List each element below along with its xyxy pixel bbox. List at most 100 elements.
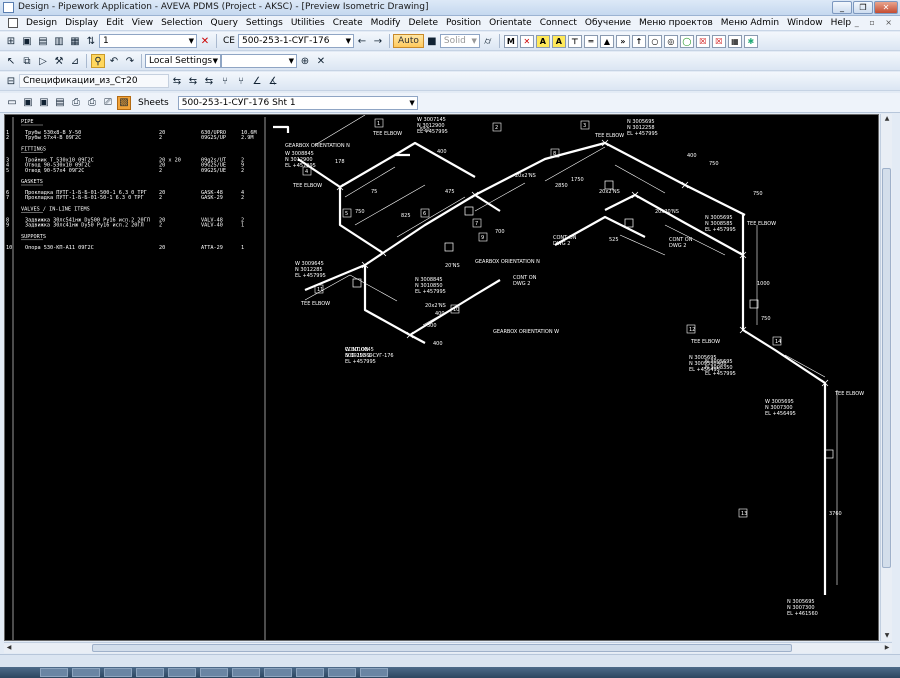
print-icon[interactable]: ⎙: [88, 97, 96, 108]
cross-icon[interactable]: ✕: [519, 34, 534, 48]
close-icon[interactable]: ✕: [874, 1, 898, 14]
nominal-size-label: 20x2'NS: [599, 189, 620, 195]
spec-field[interactable]: Спецификации_из_Ст20: [19, 74, 169, 88]
settings-combo[interactable]: Local Settings▼: [145, 54, 221, 68]
menu-query[interactable]: Query: [210, 18, 238, 28]
window-title: Design - Pipework Application - AVEVA PD…: [18, 2, 429, 12]
solid-combo[interactable]: Solid▼: [439, 34, 480, 48]
menu-design[interactable]: Design: [26, 18, 58, 28]
route2-icon[interactable]: ⇆: [188, 75, 198, 87]
route3-icon[interactable]: ⇆: [204, 75, 214, 87]
forward-icon[interactable]: →: [373, 35, 383, 47]
sheet-combo[interactable]: 500-253-1-СУГ-176 Sht 1▼: [177, 95, 418, 110]
save-icon[interactable]: ▣: [22, 35, 32, 47]
a-small-button[interactable]: A: [551, 34, 566, 48]
horizontal-scrollbar[interactable]: ◀ ▶: [4, 642, 892, 653]
a-button[interactable]: A: [535, 34, 550, 48]
menu-training[interactable]: Обучение: [584, 18, 632, 28]
scroll-down-icon[interactable]: ▼: [884, 632, 890, 639]
cylinder-icon[interactable]: ⌭: [484, 35, 492, 47]
color-swatch-icon[interactable]: ■: [427, 35, 437, 47]
branch-icon[interactable]: ⑂: [222, 75, 228, 87]
printer-icon[interactable]: ⎚: [104, 97, 112, 108]
settings-toolbar: ↖ ⧉ ▷ ⚒ ⊿ ⚲ ↶ ↷ Local Settings▼ ▼ ⊕ ✕: [0, 52, 900, 71]
tool-icon[interactable]: ⚒: [54, 55, 64, 67]
calculator-icon[interactable]: ▦: [727, 34, 742, 48]
sheet-icon[interactable]: ▤: [55, 97, 65, 108]
network-icon[interactable]: ✱: [743, 34, 758, 48]
delete-box-icon[interactable]: ☒: [695, 34, 710, 48]
ring-icon[interactable]: ◎: [663, 34, 678, 48]
branch2-icon[interactable]: ⑂: [238, 75, 244, 87]
measure-icon[interactable]: ⊿: [70, 55, 80, 67]
menu-create[interactable]: Create: [332, 18, 363, 28]
angle2-icon[interactable]: ∡: [268, 75, 278, 87]
spec-icon[interactable]: ⊟: [6, 75, 16, 87]
vertical-scroll-thumb[interactable]: [882, 168, 891, 568]
pipe-segment: [339, 153, 410, 188]
m-button[interactable]: M: [503, 34, 518, 48]
table-row-desc: Трубы 530x8-В У-50: [25, 129, 81, 136]
save-sheet-icon[interactable]: ▣: [23, 97, 33, 108]
copy-icon[interactable]: ⧉: [23, 55, 31, 67]
menu-help[interactable]: Help: [830, 18, 852, 28]
circle-icon[interactable]: ○: [647, 34, 662, 48]
menu-edit[interactable]: Edit: [106, 18, 124, 28]
mdi-controls[interactable]: _ ▫ ×: [854, 18, 896, 27]
binoculars-icon[interactable]: ⊕: [300, 55, 310, 67]
back-icon[interactable]: ←: [357, 35, 367, 47]
level-icon[interactable]: ⇅: [86, 35, 96, 47]
scroll-up-icon[interactable]: ▲: [884, 115, 890, 122]
auto-button[interactable]: Auto: [392, 34, 424, 48]
horizontal-scroll-thumb[interactable]: [92, 644, 792, 652]
new-sheet-icon[interactable]: ▭: [7, 97, 17, 108]
clear-icon[interactable]: ✕: [200, 35, 210, 47]
undo-icon[interactable]: ↶: [109, 55, 119, 67]
minimize-icon[interactable]: _: [832, 1, 852, 14]
save-all-icon[interactable]: ▣: [39, 97, 49, 108]
export-icon[interactable]: ▧: [117, 95, 131, 110]
restore-icon[interactable]: ❐: [853, 1, 873, 14]
pick-icon[interactable]: ⚲: [91, 54, 105, 68]
dimension-icon[interactable]: ↑: [631, 34, 646, 48]
pointer-icon[interactable]: ↖: [6, 55, 16, 67]
menu-modify[interactable]: Modify: [370, 18, 401, 28]
menu-delete[interactable]: Delete: [408, 18, 439, 28]
menu-selection[interactable]: Selection: [161, 18, 203, 28]
preview-icon[interactable]: ⎙: [72, 97, 80, 108]
members-icon[interactable]: ⊞: [6, 35, 16, 47]
menu-orientate[interactable]: Orientate: [489, 18, 532, 28]
scroll-right-icon[interactable]: ▶: [884, 644, 890, 651]
arrow-icon[interactable]: »: [615, 34, 630, 48]
menu-position[interactable]: Position: [446, 18, 482, 28]
menu-utilities[interactable]: Utilities: [290, 18, 325, 28]
secondary-combo[interactable]: ▼: [221, 54, 297, 68]
menu-window[interactable]: Window: [787, 18, 823, 28]
element-combo[interactable]: 1▼: [99, 34, 197, 48]
ce-combo[interactable]: 500-253-1-СУГ-176▼: [237, 34, 354, 48]
table-row-desc: Отвод 90-57x4 09Г2С: [25, 168, 84, 174]
vertical-scrollbar[interactable]: ▲ ▼: [880, 114, 892, 641]
zone-icon[interactable]: ⊤: [567, 34, 582, 48]
window-icon[interactable]: ▤: [38, 35, 48, 47]
menu-display[interactable]: Display: [65, 18, 99, 28]
menu-view[interactable]: View: [131, 18, 154, 28]
grid-icon[interactable]: ▦: [70, 35, 80, 47]
menu-projects[interactable]: Меню проектов: [639, 18, 713, 28]
coordinate-label: N 3005695: [705, 359, 733, 365]
green-ring-icon[interactable]: ◯: [679, 34, 694, 48]
delete-box2-icon[interactable]: ☒: [711, 34, 726, 48]
pipe-icon[interactable]: ═: [583, 34, 598, 48]
equipment-icon[interactable]: ▲: [599, 34, 614, 48]
menu-connect[interactable]: Connect: [539, 18, 577, 28]
layout-icon[interactable]: ▥: [54, 35, 64, 47]
close-search-icon[interactable]: ✕: [316, 55, 326, 67]
redo-icon[interactable]: ↷: [125, 55, 135, 67]
scroll-left-icon[interactable]: ◀: [6, 644, 12, 651]
angle-icon[interactable]: ∠: [252, 75, 262, 87]
route-icon[interactable]: ⇆: [172, 75, 182, 87]
play-icon[interactable]: ▷: [39, 55, 47, 67]
menu-settings[interactable]: Settings: [245, 18, 283, 28]
menu-admin[interactable]: Меню Admin: [720, 18, 780, 28]
